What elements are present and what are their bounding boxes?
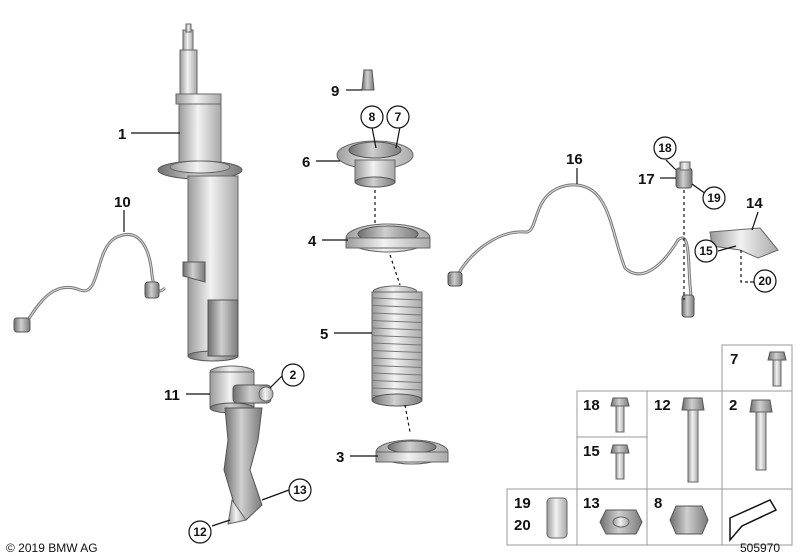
label-part-8: 8 bbox=[369, 110, 376, 124]
bellows-rib bbox=[371, 335, 423, 338]
label-part-2: 2 bbox=[290, 368, 297, 382]
wheel-carrier-bracket bbox=[209, 365, 274, 525]
bellows-rib bbox=[371, 297, 423, 301]
copyright-text: © 2019 BMW AG bbox=[6, 541, 98, 555]
hardware-label-13: 13 bbox=[583, 495, 600, 512]
bellows-rib bbox=[371, 387, 423, 391]
bellows-rib bbox=[371, 365, 423, 368]
label-part-18: 18 bbox=[658, 141, 672, 155]
bellows-rib bbox=[371, 312, 423, 316]
leader-lines bbox=[123, 89, 759, 527]
assembly-axis-5-3 bbox=[404, 404, 411, 433]
label-part-11: 11 bbox=[164, 387, 180, 404]
label-part-20: 20 bbox=[758, 274, 772, 288]
label-part-4: 4 bbox=[308, 233, 317, 250]
hardware-label-7: 7 bbox=[730, 351, 738, 368]
bellows-rib bbox=[371, 372, 423, 376]
hardware-label-12: 12 bbox=[654, 397, 671, 414]
bracket-axis bbox=[740, 250, 748, 283]
label-part-5: 5 bbox=[320, 326, 328, 343]
hardware-label-2: 2 bbox=[729, 397, 737, 414]
spring-seat-lower bbox=[375, 439, 449, 465]
wear-sensor-cable-right bbox=[447, 183, 695, 318]
label-part-10: 10 bbox=[114, 194, 131, 211]
label-part-13: 13 bbox=[293, 483, 307, 497]
bellows-rib bbox=[371, 342, 423, 346]
sensor-bracket bbox=[709, 227, 779, 259]
dust-boot-bellows bbox=[371, 285, 423, 407]
hardware-grid bbox=[506, 344, 793, 546]
hardware-label-20: 20 bbox=[514, 517, 531, 534]
bellows-rib bbox=[371, 350, 423, 353]
label-part-17: 17 bbox=[638, 171, 655, 188]
hardware-label-8: 8 bbox=[654, 495, 662, 512]
bellows-rib bbox=[371, 305, 423, 308]
bellows-rib bbox=[371, 357, 423, 361]
label-part-14: 14 bbox=[746, 195, 763, 212]
label-part-7: 7 bbox=[395, 110, 402, 124]
strut-support-bearing bbox=[336, 69, 414, 188]
label-part-3: 3 bbox=[336, 449, 344, 466]
label-part-1: 1 bbox=[118, 126, 126, 143]
callout-circles bbox=[188, 105, 777, 544]
shock-absorber-strut bbox=[157, 23, 243, 362]
bellows-rib bbox=[371, 327, 423, 331]
bellows-rib bbox=[371, 320, 423, 323]
label-part-6: 6 bbox=[302, 154, 310, 171]
wheel-speed-sensor bbox=[675, 161, 693, 189]
label-part-12: 12 bbox=[193, 525, 207, 539]
diagram-number: 505970 bbox=[740, 541, 780, 555]
hardware-label-19: 19 bbox=[514, 495, 531, 512]
label-part-16: 16 bbox=[566, 151, 583, 168]
hardware-label-15: 15 bbox=[583, 443, 600, 460]
label-part-15: 15 bbox=[699, 244, 713, 258]
assembly-axis-4-5 bbox=[389, 254, 401, 286]
bellows-rib bbox=[371, 380, 423, 383]
label-part-9: 9 bbox=[331, 83, 339, 100]
spring-seat-upper bbox=[345, 223, 431, 253]
hardware-label-18: 18 bbox=[583, 397, 600, 414]
label-part-19: 19 bbox=[707, 191, 721, 205]
wear-sensor-cable-left bbox=[13, 233, 167, 333]
